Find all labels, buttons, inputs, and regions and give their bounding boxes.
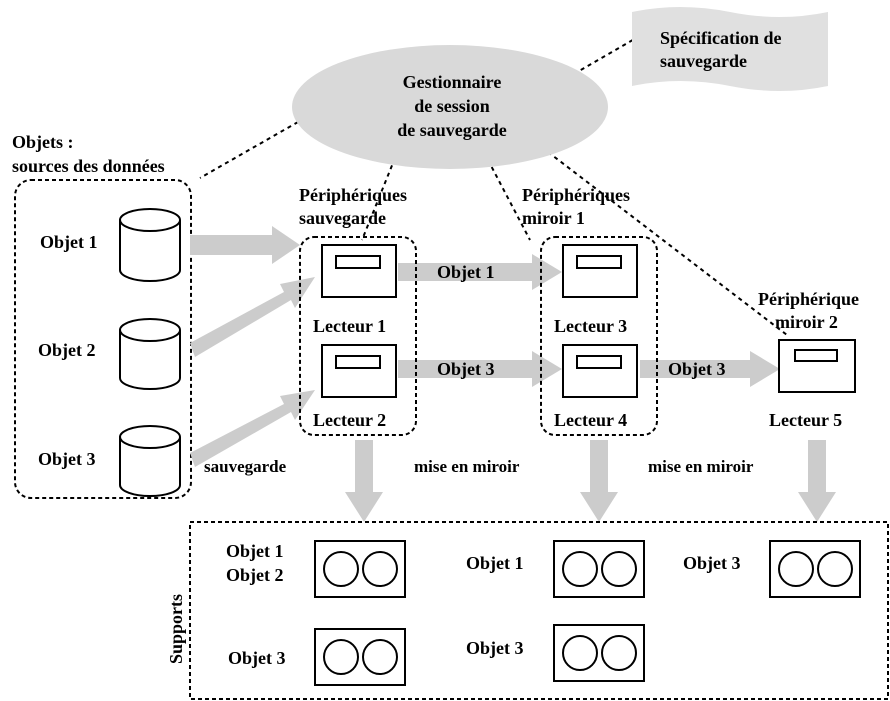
arrow-obj3-to-reader2: [190, 390, 315, 467]
flow-arrows: [190, 226, 836, 522]
objects-group-title-2: sources des données: [12, 156, 165, 176]
tape-icon: [314, 540, 406, 598]
object-2-label: Objet 2: [38, 340, 96, 360]
arrow-down-mirror2: [798, 440, 836, 522]
session-manager: Gestionnaire de session de sauvegarde: [292, 45, 608, 169]
backup-devices-title-1: Périphériques: [299, 185, 407, 205]
media-5-label: Objet 3: [466, 638, 524, 658]
backup-devices-group: Périphériques sauvegarde Lecteur 1 Lecte…: [299, 185, 417, 436]
mirror1-devices-group: Périphériques miroir 1 Lecteur 3 Lecteur…: [522, 185, 658, 436]
tape-icon: [553, 624, 645, 682]
spec-banner: Spécification de sauvegarde: [632, 7, 828, 91]
reader-4-label: Lecteur 4: [554, 410, 627, 430]
supports-title: Supports: [166, 594, 186, 664]
mirror1-box: [540, 236, 658, 436]
objects-group-box: [14, 179, 192, 499]
arrow-reader1-to-reader3: [398, 254, 562, 290]
object-1-label: Objet 1: [40, 232, 98, 252]
reader-2-label: Lecteur 2: [313, 410, 386, 430]
link-to-backup-devices: [361, 157, 396, 241]
link-to-mirror2: [547, 151, 788, 336]
session-manager-ellipse: [292, 45, 608, 169]
link-to-mirror1: [487, 159, 531, 241]
flow-label-mirror-a: mise en miroir: [414, 457, 520, 476]
reader-5-drive: [778, 339, 856, 393]
reader-1-drive: [321, 244, 397, 298]
backup-devices-box: [299, 236, 417, 436]
supports-box: [189, 521, 889, 700]
database-icon: [119, 208, 181, 282]
reader-5-slot: [794, 349, 838, 362]
reader-1-slot: [335, 255, 381, 269]
supports-group: Supports Objet 1 Objet 2 Objet 1 Objet 3…: [166, 521, 889, 700]
reader-4-drive: [562, 344, 638, 398]
link-to-objects: [199, 121, 299, 179]
media-1-label-a: Objet 1: [226, 541, 284, 561]
arrow-obj2-to-reader1: [190, 277, 315, 357]
reader-1-label: Lecteur 1: [313, 316, 386, 336]
mirror1-title-1: Périphériques: [522, 185, 630, 205]
arrow-obj1-to-reader1: [190, 226, 300, 264]
spec-line-2: sauvegarde: [660, 51, 747, 71]
tape-icon: [314, 628, 406, 686]
objects-group-title-1: Objets :: [12, 132, 74, 152]
tape-icon: [769, 540, 861, 598]
tape-icon: [553, 540, 645, 598]
media-3-label: Objet 3: [683, 553, 741, 573]
spec-banner-shape: [632, 7, 828, 91]
media-1-label-b: Objet 2: [226, 565, 284, 585]
object-3-label: Objet 3: [38, 449, 96, 469]
session-manager-line-1: Gestionnaire: [403, 72, 502, 92]
reader-3-label: Lecteur 3: [554, 316, 627, 336]
media-2-label: Objet 1: [466, 553, 524, 573]
arrow-down-backup: [345, 440, 383, 522]
arrow-down-mirror1: [580, 440, 618, 522]
reader-3-slot: [576, 255, 622, 269]
mirror2-title-1: Périphérique: [758, 289, 859, 309]
spec-line-1: Spécification de: [660, 28, 782, 48]
mirror2-title-2: miroir 2: [775, 312, 838, 332]
reader-2-slot: [335, 355, 381, 369]
arrow-reader2-to-reader4: [398, 351, 562, 387]
mirror2-device: Périphérique miroir 2 Lecteur 5: [758, 289, 859, 430]
mirror1-title-2: miroir 1: [522, 208, 585, 228]
database-icon: [119, 318, 181, 390]
session-manager-line-2: de session: [414, 96, 490, 116]
flow-label-obj3-a: Objet 3: [437, 359, 495, 379]
media-4-label: Objet 3: [228, 648, 286, 668]
backup-devices-title-2: sauvegarde: [299, 208, 386, 228]
flow-label-backup: sauvegarde: [204, 457, 287, 476]
flow-label-mirror-b: mise en miroir: [648, 457, 754, 476]
objects-group: Objets : sources des données Objet 1 Obj…: [12, 132, 192, 499]
reader-3-drive: [562, 244, 638, 298]
reader-5-label: Lecteur 5: [769, 410, 842, 430]
session-manager-line-3: de sauvegarde: [397, 120, 507, 140]
reader-4-slot: [576, 355, 622, 369]
arrow-reader4-to-reader5: [640, 351, 780, 387]
database-icon: [119, 425, 181, 497]
flow-label-obj3-b: Objet 3: [668, 359, 726, 379]
reader-2-drive: [321, 344, 397, 398]
flow-label-obj1: Objet 1: [437, 262, 495, 282]
